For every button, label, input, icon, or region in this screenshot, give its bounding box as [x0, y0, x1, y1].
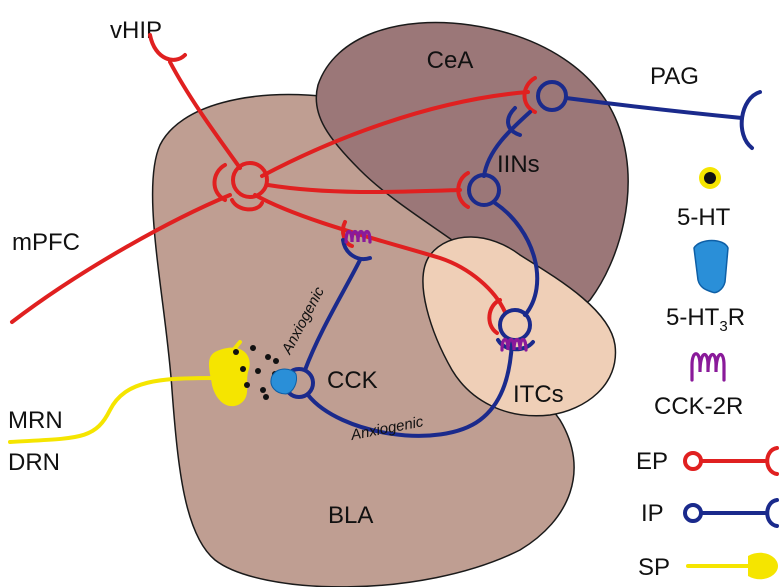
- serotonin-legend-label: 5-HT: [677, 204, 731, 231]
- pag-label: PAG: [650, 63, 699, 90]
- sp-legend-label: SP: [638, 554, 670, 581]
- iins-label: IINs: [497, 151, 540, 178]
- ip-legend-label: IP: [641, 500, 664, 527]
- cea-label: CeA: [427, 47, 474, 74]
- cck-label: CCK: [327, 367, 378, 394]
- 5ht3r-legend-icon: [693, 239, 729, 294]
- cea-region: [315, 21, 629, 313]
- serotonergic-projection: [8, 340, 250, 444]
- vhip-label: vHIP: [110, 17, 162, 44]
- mpfc-label: mPFC: [12, 229, 80, 256]
- itcs-label: ITCs: [513, 381, 564, 408]
- cck2r-receptor-itc: [500, 337, 528, 352]
- itc-region: [422, 236, 617, 417]
- 5ht3-receptor-icon: [270, 368, 297, 395]
- ip-legend-icon: [683, 503, 703, 523]
- 5ht3r-legend-label: 5-HT3R: [666, 304, 745, 335]
- ep-legend-icon: [683, 451, 703, 471]
- cck2r-legend-icon: [690, 352, 726, 382]
- cck2r-legend-label: CCK-2R: [654, 393, 743, 420]
- cck2r-receptor-bla: [344, 229, 372, 244]
- bla-label: BLA: [328, 502, 373, 529]
- legend: 5-HT 5-HT3R CCK-2R EP IP SP: [636, 167, 779, 581]
- excitatory-projections: [10, 33, 537, 335]
- ep-legend-label: EP: [636, 448, 668, 475]
- drn-label: DRN: [8, 449, 60, 476]
- mrn-label: MRN: [8, 407, 63, 434]
